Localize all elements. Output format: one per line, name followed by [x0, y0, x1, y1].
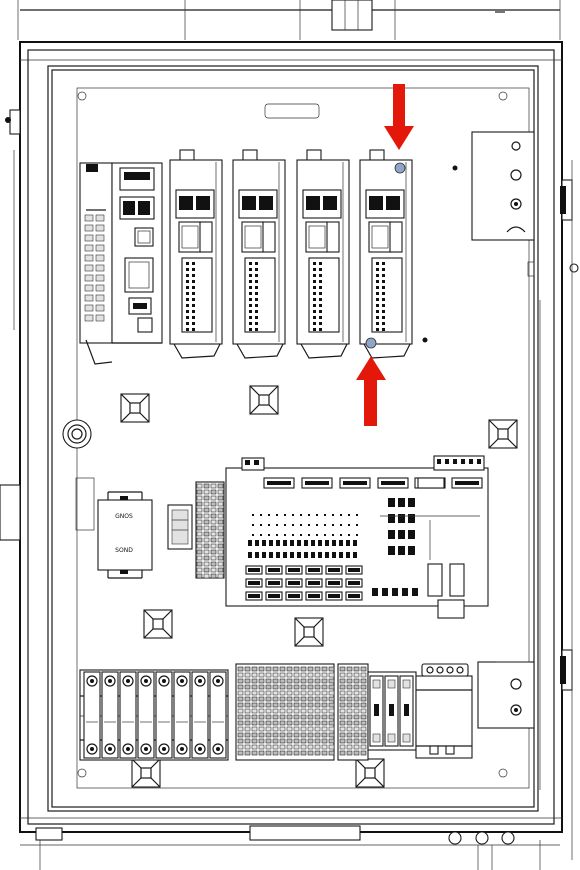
- bottom-right-bracket: [477, 661, 535, 729]
- psu-terminal: [95, 294, 105, 302]
- cable-tie-mount: [294, 617, 324, 647]
- top-right-bracket: [471, 131, 535, 241]
- psu-terminal: [95, 274, 105, 282]
- psu-terminal: [84, 214, 94, 222]
- circuit-breaker: [137, 671, 155, 759]
- breaker-rail: [79, 669, 229, 761]
- terminal-block-middle: [195, 481, 225, 579]
- power-supply-module: [79, 162, 113, 365]
- psu-terminal: [95, 314, 105, 322]
- terminal-blocks-bottom: [235, 663, 369, 761]
- circuit-breaker: [155, 671, 173, 759]
- psu-terminal: [84, 264, 94, 272]
- cable-tie-mount: [143, 609, 173, 639]
- circuit-breaker: [101, 671, 119, 759]
- psu-terminal: [95, 234, 105, 242]
- circuit-breaker: [173, 671, 191, 759]
- marker-dot-lower: [365, 337, 377, 349]
- psu-terminal: [84, 274, 94, 282]
- cabinet-frame: [0, 41, 579, 870]
- dc-power-supply: [415, 663, 473, 759]
- psu-terminal: [95, 264, 105, 272]
- psu-terminal: [95, 244, 105, 252]
- circuit-breaker: [209, 671, 227, 759]
- psu-terminal: [95, 254, 105, 262]
- psu-terminal: [84, 224, 94, 232]
- filter-label-top: GNOS: [115, 513, 133, 520]
- psu-terminal: [84, 304, 94, 312]
- psu-terminal: [84, 314, 94, 322]
- marker-dot-upper: [394, 162, 406, 174]
- circuit-breaker: [83, 671, 101, 759]
- line-filter: GNOS SOND: [97, 491, 153, 579]
- callout-arrows: [356, 84, 414, 426]
- arrow-up-callout: [356, 356, 386, 426]
- servo-drive: [359, 149, 413, 359]
- psu-terminal: [95, 304, 105, 312]
- cable-tie-mount: [131, 758, 161, 788]
- psu-terminal: [84, 294, 94, 302]
- psu-terminal: [84, 284, 94, 292]
- circuit-breaker: [191, 671, 209, 759]
- cable-gland: [62, 419, 95, 531]
- filter-label-bottom: SOND: [115, 547, 133, 554]
- circuit-breaker: [119, 671, 137, 759]
- mounting-holes: [77, 91, 535, 778]
- highlight-markers: [365, 162, 406, 349]
- io-circuit-board: [225, 455, 489, 619]
- cable-tie-mount: [488, 419, 518, 449]
- top-exterior: [17, 0, 561, 40]
- cable-tie-mount: [355, 758, 385, 788]
- controller-module: [111, 162, 163, 344]
- relay-module: [167, 504, 193, 550]
- psu-terminal: [95, 224, 105, 232]
- arrow-down-callout: [384, 84, 414, 150]
- servo-drive: [232, 149, 286, 359]
- psu-terminal: [84, 244, 94, 252]
- contactor-group: [367, 671, 417, 751]
- cable-tie-mount: [120, 393, 150, 423]
- cable-tie-mount: [249, 385, 279, 415]
- psu-terminal: [95, 214, 105, 222]
- servo-drive-row: [79, 149, 413, 365]
- servo-drive: [169, 149, 223, 359]
- psu-terminal: [84, 234, 94, 242]
- psu-terminal: [84, 254, 94, 262]
- servo-drive: [296, 149, 350, 359]
- cable-tie-mounts: [120, 385, 518, 788]
- psu-terminal: [95, 284, 105, 292]
